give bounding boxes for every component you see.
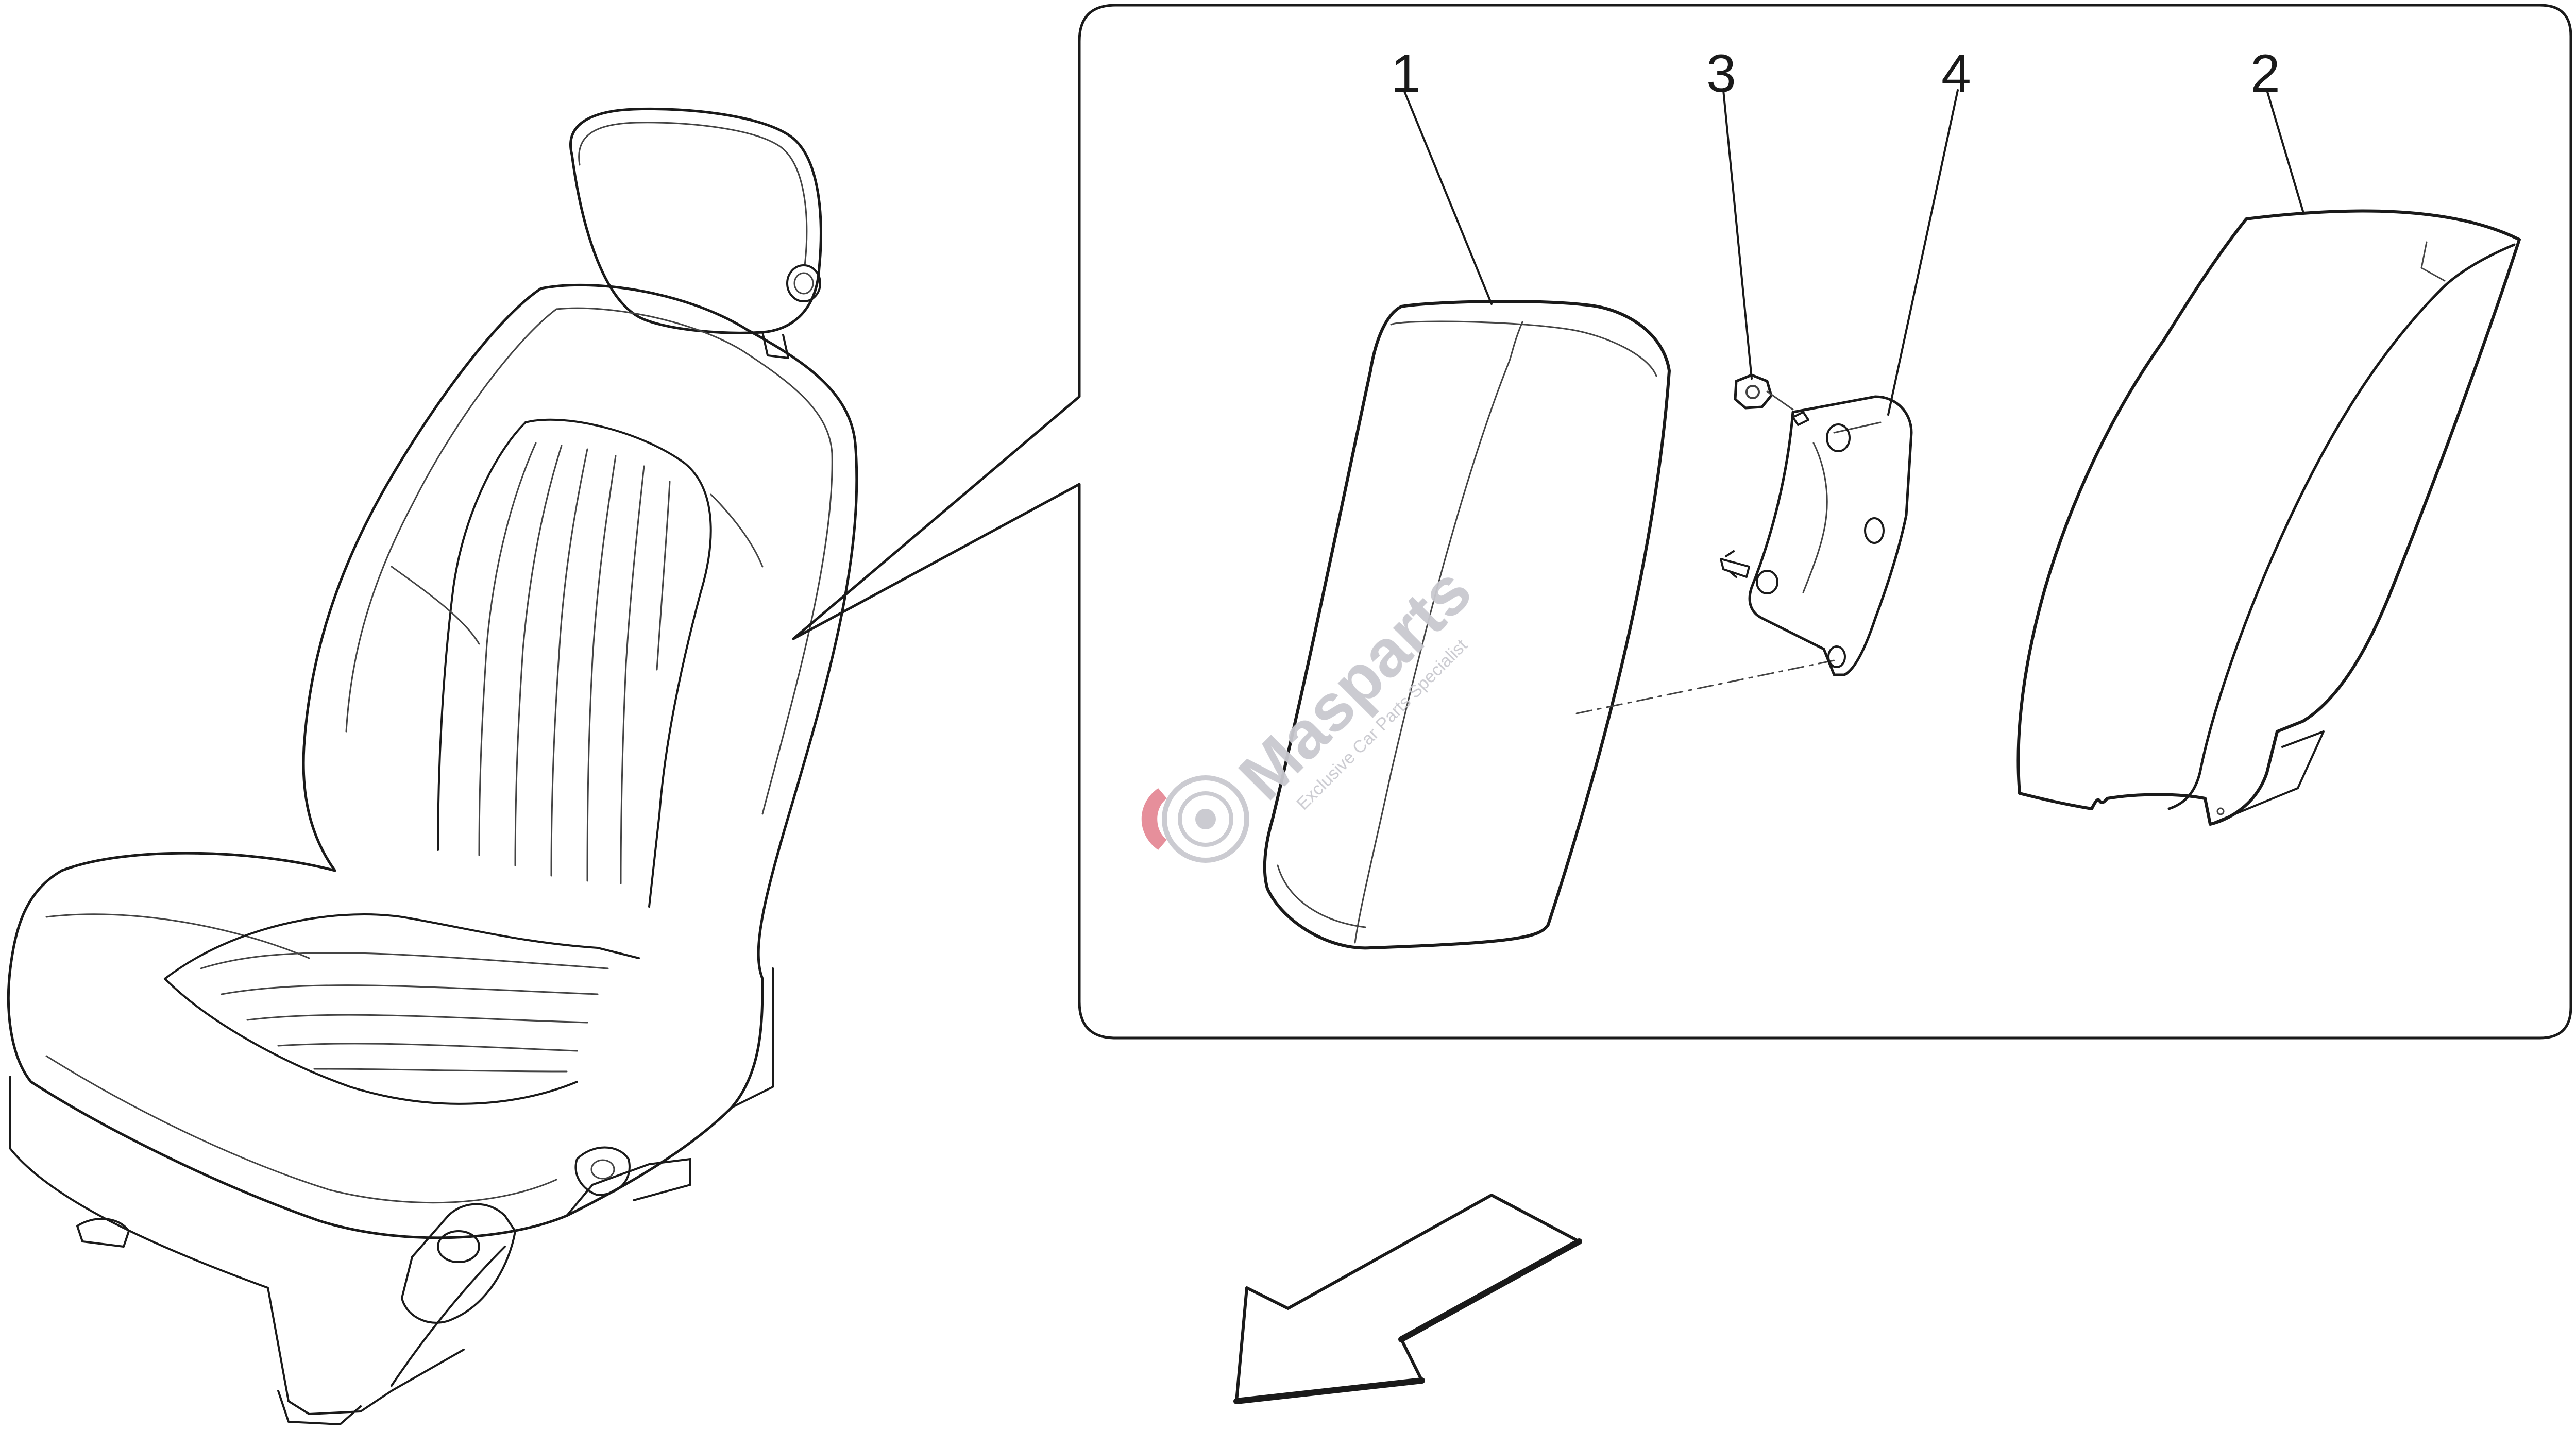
detail-frame bbox=[792, 4, 2572, 1040]
direction-arrow-icon bbox=[1233, 1194, 1582, 1404]
callout-label-1: 1 bbox=[1391, 44, 1421, 104]
callout-label-4: 4 bbox=[1941, 44, 1971, 104]
part-3-nut bbox=[1734, 373, 1794, 411]
callout-label-3: 3 bbox=[1706, 44, 1736, 104]
callout-label-2: 2 bbox=[2250, 44, 2280, 104]
part-1-side-bolster bbox=[1263, 299, 1835, 950]
masparts-logo-icon bbox=[1141, 775, 1249, 863]
part-4-bracket bbox=[1720, 395, 1913, 676]
callout-leaders bbox=[1403, 89, 2304, 416]
watermark-brand: Masparts bbox=[1225, 553, 1486, 814]
seat-illustration bbox=[7, 107, 858, 1425]
part-2-side-cover bbox=[2016, 209, 2521, 826]
